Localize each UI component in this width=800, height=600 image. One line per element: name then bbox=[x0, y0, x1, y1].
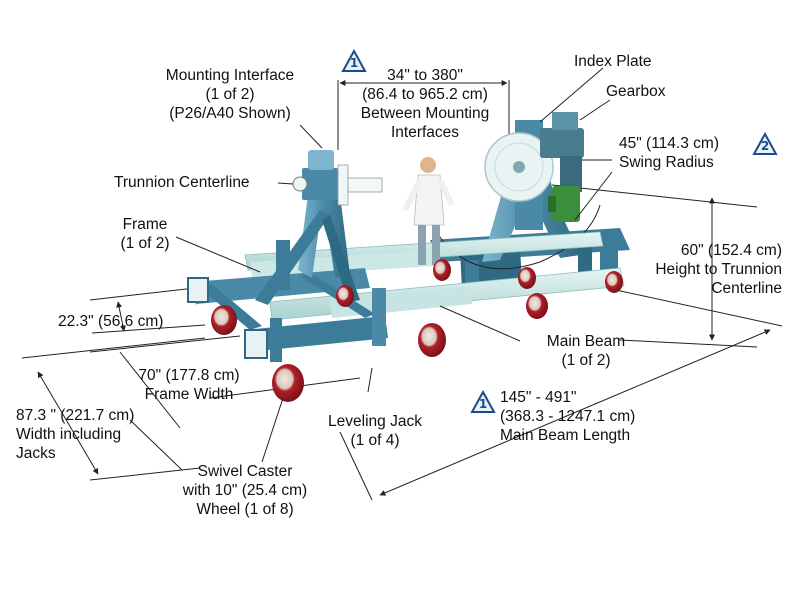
swing-radius-label: 45" (114.3 cm) Swing Radius bbox=[619, 135, 719, 171]
leader-lines bbox=[175, 67, 613, 463]
main-beam-length-label: 145" - 491" (368.3 - 1247.1 cm) Main Bea… bbox=[500, 389, 636, 444]
mounting-interface-label: Mounting Interface (1 of 2) (P26/A40 Sho… bbox=[165, 67, 295, 122]
note-1-icon: 1 bbox=[341, 49, 367, 73]
note-2-number: 2 bbox=[760, 139, 770, 153]
person-figure bbox=[402, 157, 455, 265]
trunnion-centerline-label: Trunnion Centerline bbox=[114, 174, 250, 191]
main-beam-label: Main Beam (1 of 2) bbox=[546, 333, 626, 369]
index-plate-label: Index Plate bbox=[574, 53, 652, 70]
note-1-bottom-number: 1 bbox=[478, 397, 488, 411]
dimension-22-3-label: 22.3" (56.6 cm) bbox=[58, 313, 164, 330]
note-2-icon: 2 bbox=[752, 132, 778, 156]
leveling-jack-label: Leveling Jack (1 of 4) bbox=[328, 413, 422, 449]
gearbox bbox=[540, 112, 584, 222]
caster-wheels bbox=[211, 259, 623, 402]
dimension-lines bbox=[21, 80, 783, 501]
swivel-caster-label: Swivel Caster with 10" (25.4 cm) Wheel (… bbox=[182, 463, 308, 518]
note-1-bottom-icon: 1 bbox=[470, 390, 496, 414]
height-to-trunnion-label: 60" (152.4 cm) Height to Trunnion Center… bbox=[655, 242, 782, 297]
frame-width-label: 70" (177.8 cm) Frame Width bbox=[138, 367, 240, 403]
frame-label: Frame (1 of 2) bbox=[120, 216, 170, 252]
near-frame bbox=[187, 150, 388, 362]
gearbox-label: Gearbox bbox=[606, 83, 666, 100]
index-plate bbox=[484, 132, 554, 202]
width-including-jacks-label: 87.3 " (221.7 cm) Width including Jacks bbox=[16, 407, 135, 462]
between-mounting-label: 34" to 380" (86.4 to 965.2 cm) Between M… bbox=[360, 67, 490, 141]
note-1-number: 1 bbox=[349, 56, 359, 70]
